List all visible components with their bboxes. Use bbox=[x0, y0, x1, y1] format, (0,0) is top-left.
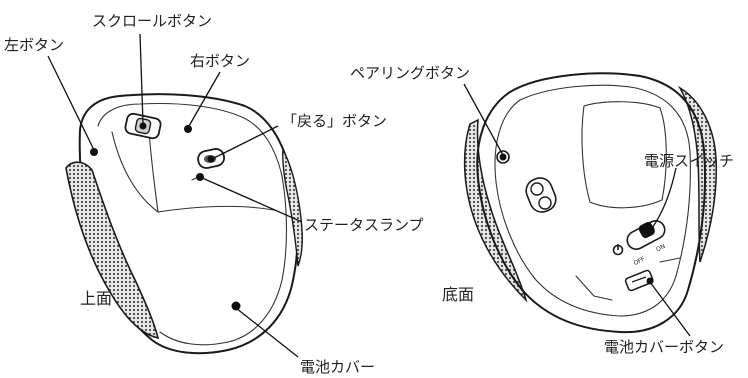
leader-power-switch bbox=[647, 167, 677, 233]
label-top-view: 上面 bbox=[80, 289, 112, 308]
label-scroll-button: スクロールボタン bbox=[92, 12, 212, 30]
label-left-button: 左ボタン bbox=[4, 36, 64, 54]
label-power-switch: 電源スイッチ bbox=[644, 152, 734, 170]
battery-cover-button-shape bbox=[624, 269, 654, 292]
leader-pairing-button bbox=[463, 83, 507, 161]
mouse-bottom-right-grip bbox=[677, 85, 718, 263]
leader-right-button bbox=[184, 71, 221, 133]
mouse-bottom-view: OFF ON bbox=[463, 72, 718, 334]
leader-battery-cover bbox=[231, 301, 299, 358]
switch-off-text: OFF bbox=[632, 255, 646, 267]
leader-left-button bbox=[47, 55, 98, 156]
label-status-lamp: ステータスランプ bbox=[304, 216, 424, 234]
label-battery-cover-button: 電池カバーボタン bbox=[604, 338, 724, 356]
leader-back-button bbox=[207, 125, 279, 163]
mouse-top-left-grip bbox=[65, 161, 160, 340]
label-battery-cover: 電池カバー bbox=[300, 358, 375, 376]
power-switch-shape: OFF ON bbox=[612, 220, 666, 267]
mouse-top-right-grip bbox=[282, 147, 303, 267]
switch-on-text: ON bbox=[655, 243, 666, 254]
leader-scroll-button bbox=[139, 33, 147, 130]
mouse-bottom-left-grip bbox=[463, 118, 528, 303]
label-right-button: 右ボタン bbox=[190, 52, 250, 70]
leader-status-lamp bbox=[196, 173, 303, 223]
mouse-bottom-body bbox=[476, 72, 707, 334]
mouse-top-view bbox=[65, 93, 303, 355]
label-bottom-view: 底面 bbox=[442, 285, 474, 304]
optical-sensor bbox=[525, 177, 557, 213]
label-pairing-button: ペアリングボタン bbox=[350, 64, 470, 82]
leader-battery-cover-button bbox=[646, 277, 691, 337]
label-back-button: 「戻る」ボタン bbox=[282, 112, 387, 130]
